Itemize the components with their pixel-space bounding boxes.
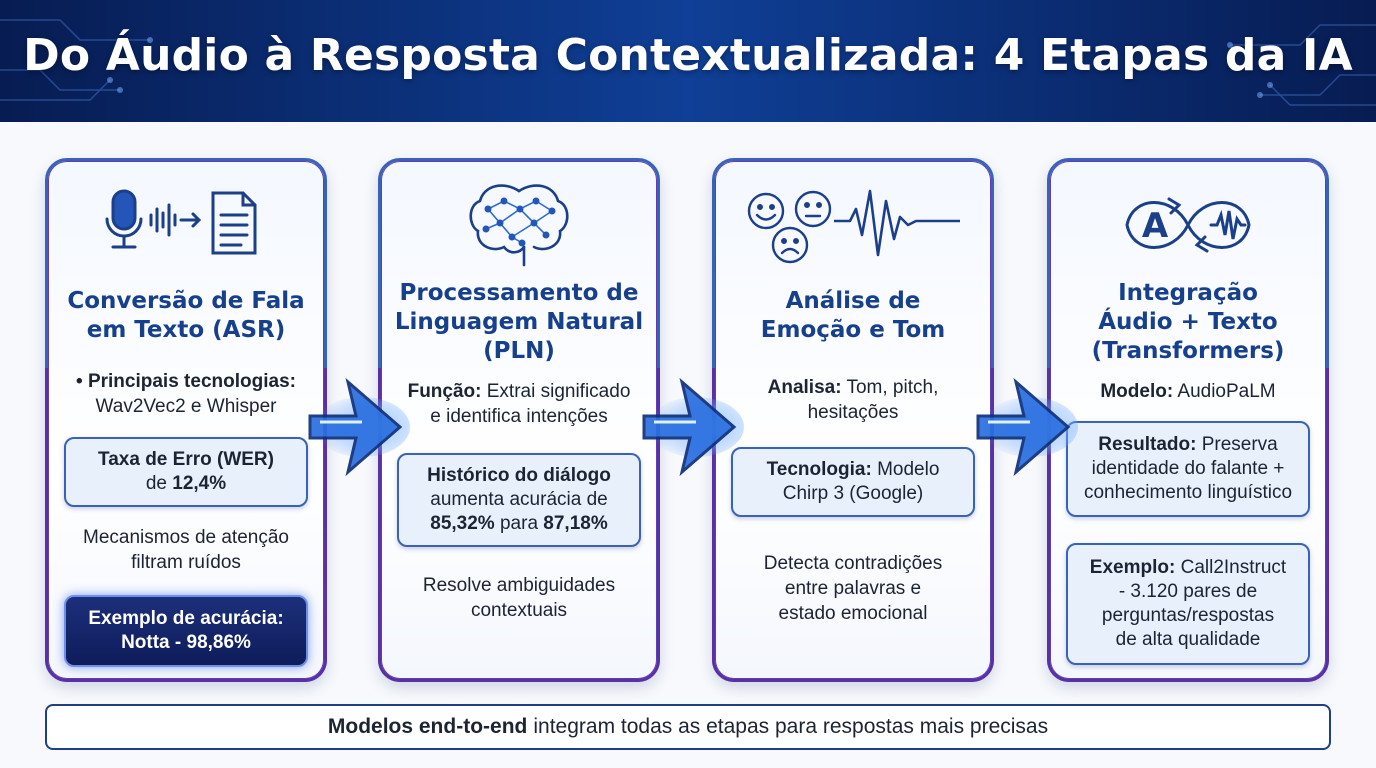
emotion-analyze: Analisa: Tom, pitch, hesitações — [767, 377, 939, 423]
header-banner: Do Áudio à Resposta Contextualizada: 4 E… — [0, 0, 1376, 122]
integration-result-box: Resultado: Preserva identidade do falant… — [1066, 421, 1310, 517]
integration-model: Modelo: AudioPaLM — [1100, 381, 1276, 402]
pln-function: Função: Extrai significado e identifica … — [407, 381, 631, 427]
asr-technologies: • Principais tecnologias: Wav2Vec2 e Whi… — [76, 371, 296, 417]
asr-note: Mecanismos de atenção filtram ruídos — [83, 527, 289, 573]
page-title: Do Áudio à Resposta Contextualizada: 4 E… — [23, 30, 1353, 81]
microphone-soundwave-document-icon — [48, 185, 324, 265]
emotion-tech-box: Tecnologia: Modelo Chirp 3 (Google) — [731, 447, 975, 517]
integration-example-box: Exemplo: Call2Instruct - 3.120 pares de … — [1066, 543, 1310, 665]
arrow-right-icon — [308, 377, 410, 477]
pln-note: Resolve ambiguidades contextuais — [422, 575, 616, 621]
card-integration: A Integração Áudio + Texto (Transformers… — [1047, 158, 1329, 682]
arrow-right-icon — [642, 377, 744, 477]
emotion-note: Detecta contradições entre palavras e es… — [763, 553, 943, 624]
brain-network-icon — [381, 179, 657, 269]
arrow-right-icon — [976, 377, 1078, 477]
pln-history-box: Histórico do diálogo aumenta acurácia de… — [397, 453, 641, 547]
card-title-pln: Processamento de Linguagem Natural (PLN) — [394, 280, 644, 364]
card-title-emotion: Análise de Emoção e Tom — [760, 288, 946, 343]
audio-text-integration-loop-icon: A — [1050, 185, 1326, 265]
card-asr: Conversão de Fala em Texto (ASR) • Princ… — [45, 158, 327, 682]
asr-example-box: Exemplo de acurácia: Notta - 98,86% — [64, 595, 308, 667]
circuit-pattern-icon — [0, 19, 1376, 106]
letter-a-glyph: A — [1142, 206, 1169, 246]
card-pln: Processamento de Linguagem Natural (PLN)… — [378, 158, 660, 682]
footer-summary: Modelos end-to-end integram todas as eta… — [45, 704, 1331, 750]
asr-wer-box: Taxa de Erro (WER) de 12,4% — [64, 437, 308, 507]
card-title-asr: Conversão de Fala em Texto (ASR) — [67, 288, 305, 343]
card-emotion: Análise de Emoção e Tom Analisa: Tom, pi… — [712, 158, 994, 682]
emotion-faces-waveform-icon — [715, 181, 991, 271]
card-title-integration: Integração Áudio + Texto (Transformers) — [1091, 280, 1285, 364]
